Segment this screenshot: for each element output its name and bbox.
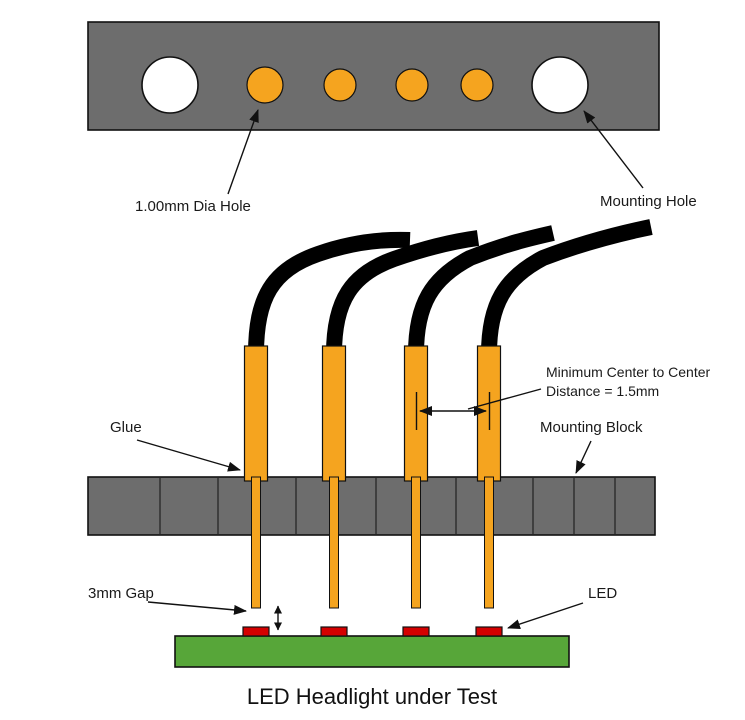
pcb-board (174, 635, 570, 668)
fiber-hole-1 (246, 66, 284, 104)
led-arrow (507, 602, 584, 629)
dim-leader-line (467, 388, 542, 410)
caption-label: LED Headlight under Test (247, 684, 497, 709)
gap-arrow (147, 601, 247, 615)
glue-label: Glue (110, 419, 142, 436)
min-distance-label-line2: Distance = 1.5mm (546, 383, 659, 399)
glue-arrow (136, 439, 241, 472)
fiber-tip-3 (411, 476, 421, 609)
fiber-hole-3 (395, 68, 429, 102)
min-distance-label-line1: Minimum Center to Center (546, 364, 711, 380)
led-chip-2 (320, 626, 348, 637)
mounting-hole-right (531, 56, 589, 114)
fiber-tip-4 (484, 476, 494, 609)
fiber-tip-2 (329, 476, 339, 609)
mounting-hole-label: Mounting Hole (600, 193, 697, 210)
dia-hole-arrow (227, 109, 259, 195)
dia-hole-label: 1.00mm Dia Hole (135, 198, 251, 215)
led-label: LED (588, 585, 617, 602)
fiber-hole-4 (460, 68, 494, 102)
side-view-mounting-block (87, 476, 656, 536)
fiber-cable-3 (408, 225, 555, 355)
fiber-cable-1 (248, 231, 411, 355)
led-chip-4 (475, 626, 503, 637)
ferrule-1 (243, 345, 269, 482)
mounting-hole-left (141, 56, 199, 114)
fiber-tip-1 (251, 476, 261, 609)
gap-label: 3mm Gap (88, 585, 154, 602)
fiber-cable-4 (481, 219, 653, 355)
mounting-hole-arrow (583, 110, 644, 189)
mounting-block-label: Mounting Block (540, 419, 643, 436)
fiber-cable-2 (326, 230, 480, 355)
block-segment-lines (159, 478, 616, 534)
mounting-block-arrow (575, 440, 592, 474)
led-chip-1 (242, 626, 270, 637)
led-chip-3 (402, 626, 430, 637)
ferrule-2 (321, 345, 347, 482)
fiber-hole-2 (323, 68, 357, 102)
